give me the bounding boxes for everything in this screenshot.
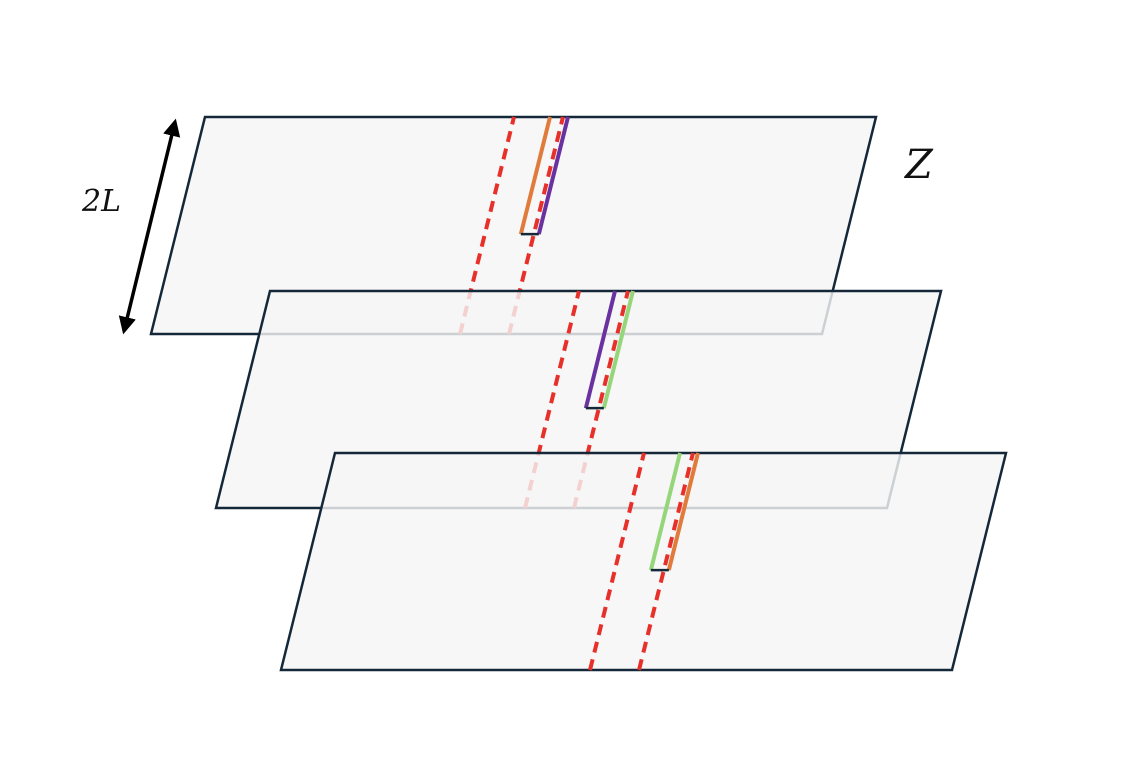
length-arrow bbox=[118, 118, 181, 335]
bottom-sheet-left-boundary bbox=[588, 452, 646, 671]
top-sheet-strand-orange bbox=[518, 116, 552, 235]
annotations: 2L Z bbox=[81, 118, 934, 335]
bottom-sheet-plane bbox=[279, 451, 1008, 672]
middle-sheet-strand-green bbox=[601, 290, 635, 409]
z-axis-label: Z bbox=[903, 142, 934, 188]
length-label: 2L bbox=[81, 184, 121, 219]
top-sheet bbox=[149, 115, 878, 336]
middle-sheet-strand-purple bbox=[583, 290, 617, 409]
bottom-sheet-right-boundary bbox=[637, 452, 695, 671]
bottom-sheet-strand-green bbox=[648, 452, 682, 571]
sheets-layer bbox=[149, 115, 1008, 672]
top-sheet-strand-purple bbox=[536, 116, 570, 235]
bottom-sheet bbox=[279, 451, 1008, 672]
bottom-sheet-strand-orange bbox=[666, 452, 700, 571]
